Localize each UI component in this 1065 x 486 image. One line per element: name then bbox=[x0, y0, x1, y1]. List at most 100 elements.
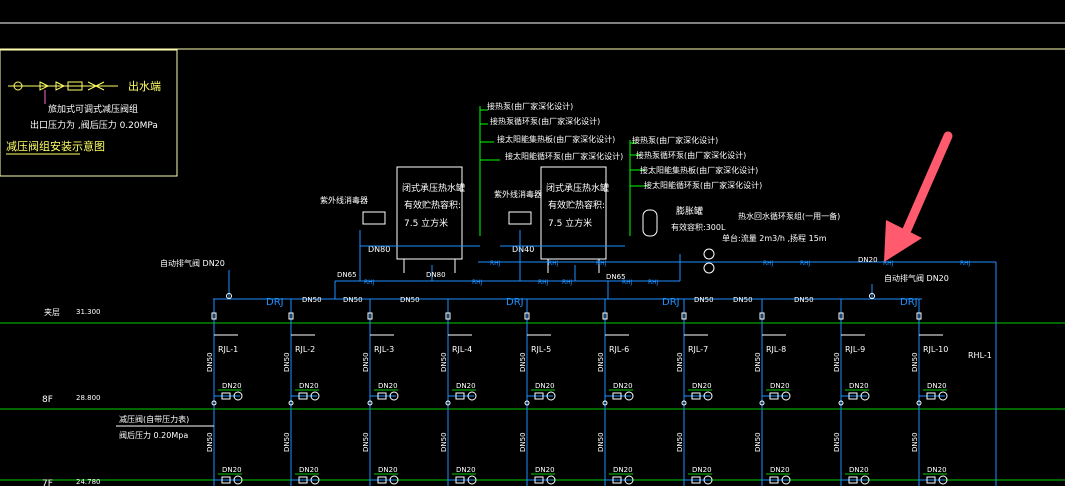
branch-valve-icon bbox=[298, 392, 308, 400]
tank-right-line2: 有效贮热容积: bbox=[548, 199, 605, 211]
floor-8f: 8F 28.800 bbox=[42, 394, 101, 405]
legend-filter-icon bbox=[67, 81, 83, 91]
floor-elevation: 31.300 bbox=[76, 308, 101, 316]
riser-size-label: DN50 bbox=[676, 432, 684, 452]
riser-valve-icon bbox=[759, 312, 765, 320]
callouts-left: 接热泵(由厂家深化设计) 接热泵循环泵(由厂家深化设计) 接太阳能集热板(由厂家… bbox=[479, 101, 623, 236]
branch-size-label: DN20 bbox=[927, 382, 947, 390]
tank-right-line1: 闭式承压热水罐 bbox=[546, 182, 609, 194]
main-pipe-code: DRJ bbox=[506, 297, 524, 308]
uv-right-pipe: DN40 bbox=[512, 245, 534, 254]
tank-left-line2: 有效贮热容积: bbox=[404, 199, 461, 211]
meter-icon bbox=[310, 391, 320, 401]
branch-valve-icon bbox=[769, 392, 779, 400]
prv-icon bbox=[681, 400, 687, 406]
branch-size-label: DN20 bbox=[456, 382, 476, 390]
branch-size-label: DN20 bbox=[692, 466, 712, 474]
branch-valve-icon bbox=[455, 392, 465, 400]
tank-right-line3: 7.5 立方米 bbox=[548, 217, 592, 229]
pipe-tag: RHJ bbox=[548, 260, 559, 267]
branch-valve-icon bbox=[221, 392, 231, 400]
branch-valve-icon bbox=[221, 476, 231, 484]
riser-label: RJL-4 bbox=[452, 345, 472, 354]
meter-icon bbox=[703, 475, 713, 485]
callout-left-4: 接太阳能循环泵(由厂家深化设计) bbox=[505, 151, 623, 161]
branch-size-label: DN20 bbox=[770, 466, 790, 474]
legend-box: 出水端 旅加式可调式减压阀组 出口压力为 ,阀后压力 0.20MPa 减压阀组安… bbox=[0, 49, 178, 177]
meter-icon bbox=[938, 475, 948, 485]
branch-valve-icon bbox=[455, 476, 465, 484]
riser-valve-icon bbox=[838, 312, 844, 320]
pipe-tag: RHJ bbox=[364, 279, 375, 286]
pipe-size-label: DN50 bbox=[400, 296, 420, 304]
branch-valve-icon bbox=[612, 476, 622, 484]
pipe-tag: RHJ bbox=[648, 279, 659, 286]
branch-size-label: DN20 bbox=[222, 466, 242, 474]
callout-left-2: 接热泵循环泵(由厂家深化设计) bbox=[490, 116, 600, 126]
riser-size-label: DN50 bbox=[676, 352, 684, 372]
pipe-size-label: DN80 bbox=[426, 271, 446, 279]
riser-valve-icon bbox=[602, 312, 608, 320]
meter-icon bbox=[938, 391, 948, 401]
meter-icon bbox=[624, 475, 634, 485]
branch-size-label: DN20 bbox=[378, 382, 398, 390]
tank-right-body bbox=[540, 166, 607, 260]
pipe-tag: RHJ bbox=[763, 260, 774, 267]
floor-name: 夹层 bbox=[44, 307, 60, 317]
meter-icon bbox=[624, 391, 634, 401]
prv-icon bbox=[445, 400, 451, 406]
callout-right-2: 接热泵循环泵(由厂家深化设计) bbox=[636, 150, 746, 160]
riser-label: RJL-2 bbox=[295, 345, 315, 354]
branch-size-label: DN20 bbox=[299, 466, 319, 474]
pipe-tag: RHJ bbox=[800, 260, 811, 267]
riser-size-label: DN50 bbox=[362, 352, 370, 372]
prv-icon bbox=[367, 400, 373, 406]
riser-size-label: DN50 bbox=[911, 432, 919, 452]
pipe-size-label: DN50 bbox=[694, 296, 714, 304]
prv-icon bbox=[288, 400, 294, 406]
meter-icon bbox=[546, 391, 556, 401]
prv-icon bbox=[602, 400, 608, 406]
riser-size-label: DN50 bbox=[206, 352, 214, 372]
uv-right-label: 紫外线消毒器 bbox=[494, 189, 542, 199]
meter-icon bbox=[467, 475, 477, 485]
expansion-tank-icon bbox=[642, 209, 658, 237]
riser-valve-icon bbox=[524, 312, 530, 320]
floor-name: 8F bbox=[42, 395, 53, 405]
branch-size-label: DN20 bbox=[849, 382, 869, 390]
riser-label: RJL-8 bbox=[766, 345, 786, 354]
branch-size-label: DN20 bbox=[222, 382, 242, 390]
legend-gate-icon bbox=[87, 81, 105, 91]
branch-valve-icon bbox=[377, 392, 387, 400]
riser-size-label: DN50 bbox=[597, 352, 605, 372]
prv-note-1: 减压阀(自带压力表) bbox=[119, 414, 189, 424]
branch-valve-icon bbox=[926, 476, 936, 484]
riser-label: RJL-10 bbox=[923, 345, 948, 354]
pipe-size-label: DN65 bbox=[606, 273, 626, 281]
branch-valve-icon bbox=[298, 476, 308, 484]
main-pipe-code: DRJ bbox=[900, 297, 918, 308]
branch-valve-icon bbox=[691, 476, 701, 484]
tank-left-line1: 闭式承压热水罐 bbox=[402, 182, 465, 194]
riser-label: RJL-3 bbox=[374, 345, 394, 354]
riser-size-label: DN50 bbox=[283, 432, 291, 452]
uv-left-label: 紫外线消毒器 bbox=[320, 195, 368, 205]
arrow-shaft bbox=[901, 131, 953, 237]
branch-size-label: DN20 bbox=[849, 466, 869, 474]
branch-valve-icon bbox=[377, 476, 387, 484]
vent-left-label: 自动排气阀 DN20 bbox=[160, 258, 225, 268]
tank-right: 闭式承压热水罐 有效贮热容积: 7.5 立方米 bbox=[540, 166, 609, 273]
branch-valve-icon bbox=[926, 392, 936, 400]
tank-left-body bbox=[396, 166, 463, 260]
pipe-tag: RHJ bbox=[562, 279, 573, 286]
riser-size-label: DN50 bbox=[754, 432, 762, 452]
pump-group-label: 热水回水循环泵组(一用一备) bbox=[738, 211, 840, 221]
callout-left-3: 接太阳能集热板(由厂家深化设计) bbox=[497, 134, 615, 144]
branch-size-label: DN20 bbox=[378, 466, 398, 474]
branch-size-label: DN20 bbox=[770, 382, 790, 390]
meter-icon bbox=[233, 391, 243, 401]
meter-icon bbox=[310, 475, 320, 485]
riser-size-label: DN50 bbox=[754, 352, 762, 372]
riser-label: RJL-5 bbox=[531, 345, 551, 354]
riser-size-label: DN50 bbox=[206, 432, 214, 452]
